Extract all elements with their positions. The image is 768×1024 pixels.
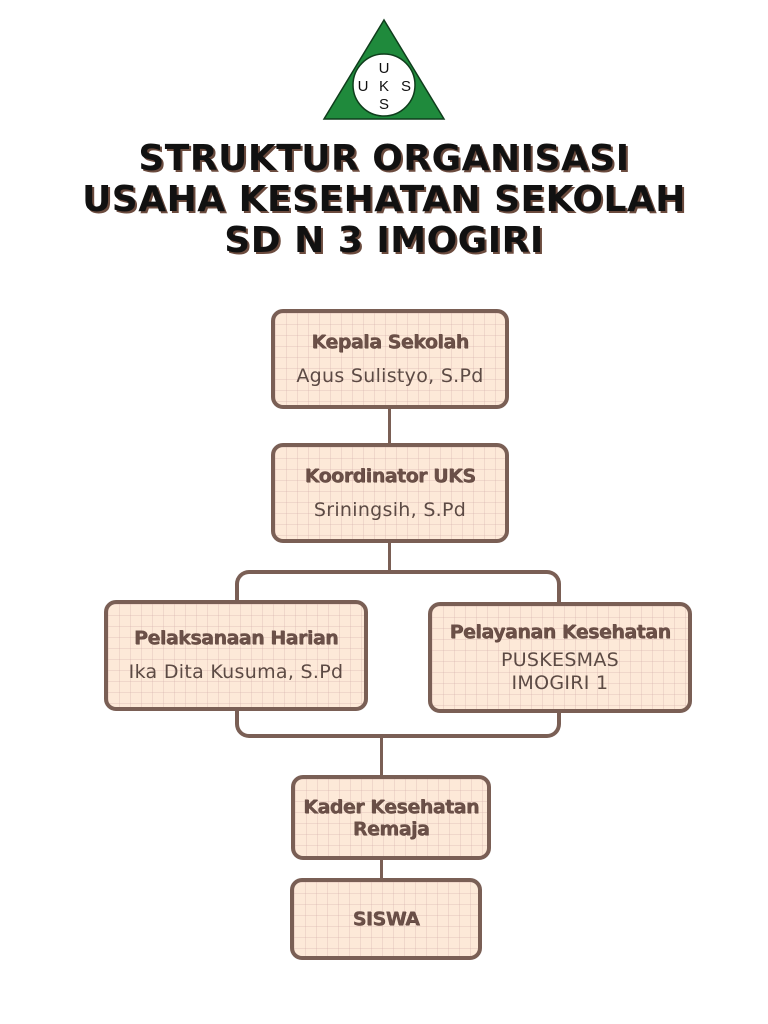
node-person: Agus Sulistyo, S.Pd — [296, 364, 484, 387]
connector-merge-kader — [380, 736, 383, 778]
node-role-line-1: Kader Kesehatan — [303, 795, 479, 818]
connector-kepala-koordinator — [388, 407, 391, 445]
logo-letter-top: U — [379, 60, 390, 77]
node-kepala-sekolah: Kepala Sekolah Agus Sulistyo, S.Pd — [271, 309, 509, 409]
connector-branch-top — [235, 570, 561, 606]
node-person-line-2: IMOGIRI 1 — [511, 671, 609, 694]
node-person: Ika Dita Kusuma, S.Pd — [128, 661, 344, 683]
node-siswa: SISWA — [290, 878, 482, 960]
node-role-line-2: Remaja — [352, 817, 430, 840]
node-pelaksanaan-harian: Pelaksanaan Harian Ika Dita Kusuma, S.Pd — [104, 600, 368, 711]
circle-icon — [352, 53, 416, 117]
node-kader-kesehatan-remaja: Kader Kesehatan Remaja — [291, 775, 491, 860]
node-pelayanan-kesehatan: Pelayanan Kesehatan PUSKESMAS IMOGIRI 1 — [428, 602, 692, 713]
title-line-3: SD N 3 IMOGIRI — [224, 220, 544, 261]
node-role: SISWA — [352, 908, 420, 930]
connector-kader-siswa — [380, 856, 383, 882]
node-role: Pelayanan Kesehatan — [449, 620, 671, 643]
logo-letter-right: S — [401, 78, 411, 95]
logo-letter-bottom: S — [379, 96, 389, 113]
node-role: Koordinator UKS — [304, 464, 476, 487]
node-person-line-1: PUSKESMAS — [500, 648, 620, 671]
node-koordinator-uks: Koordinator UKS Sriningsih, S.Pd — [271, 443, 509, 543]
title-line-2: USAHA KESEHATAN SEKOLAH — [82, 179, 686, 220]
node-person: Sriningsih, S.Pd — [313, 498, 467, 521]
page-title: STRUKTUR ORGANISASI USAHA KESEHATAN SEKO… — [0, 138, 768, 261]
connector-branch-bottom — [235, 705, 561, 738]
uks-logo: U U K S S — [322, 18, 446, 120]
node-role: Kepala Sekolah — [311, 330, 469, 353]
title-line-1: STRUKTUR ORGANISASI — [138, 138, 630, 179]
connector-koordinator-split — [388, 541, 391, 573]
logo-letter-left: U — [358, 78, 369, 95]
node-role: Pelaksanaan Harian — [133, 627, 339, 649]
logo-letter-center: K — [379, 78, 389, 95]
